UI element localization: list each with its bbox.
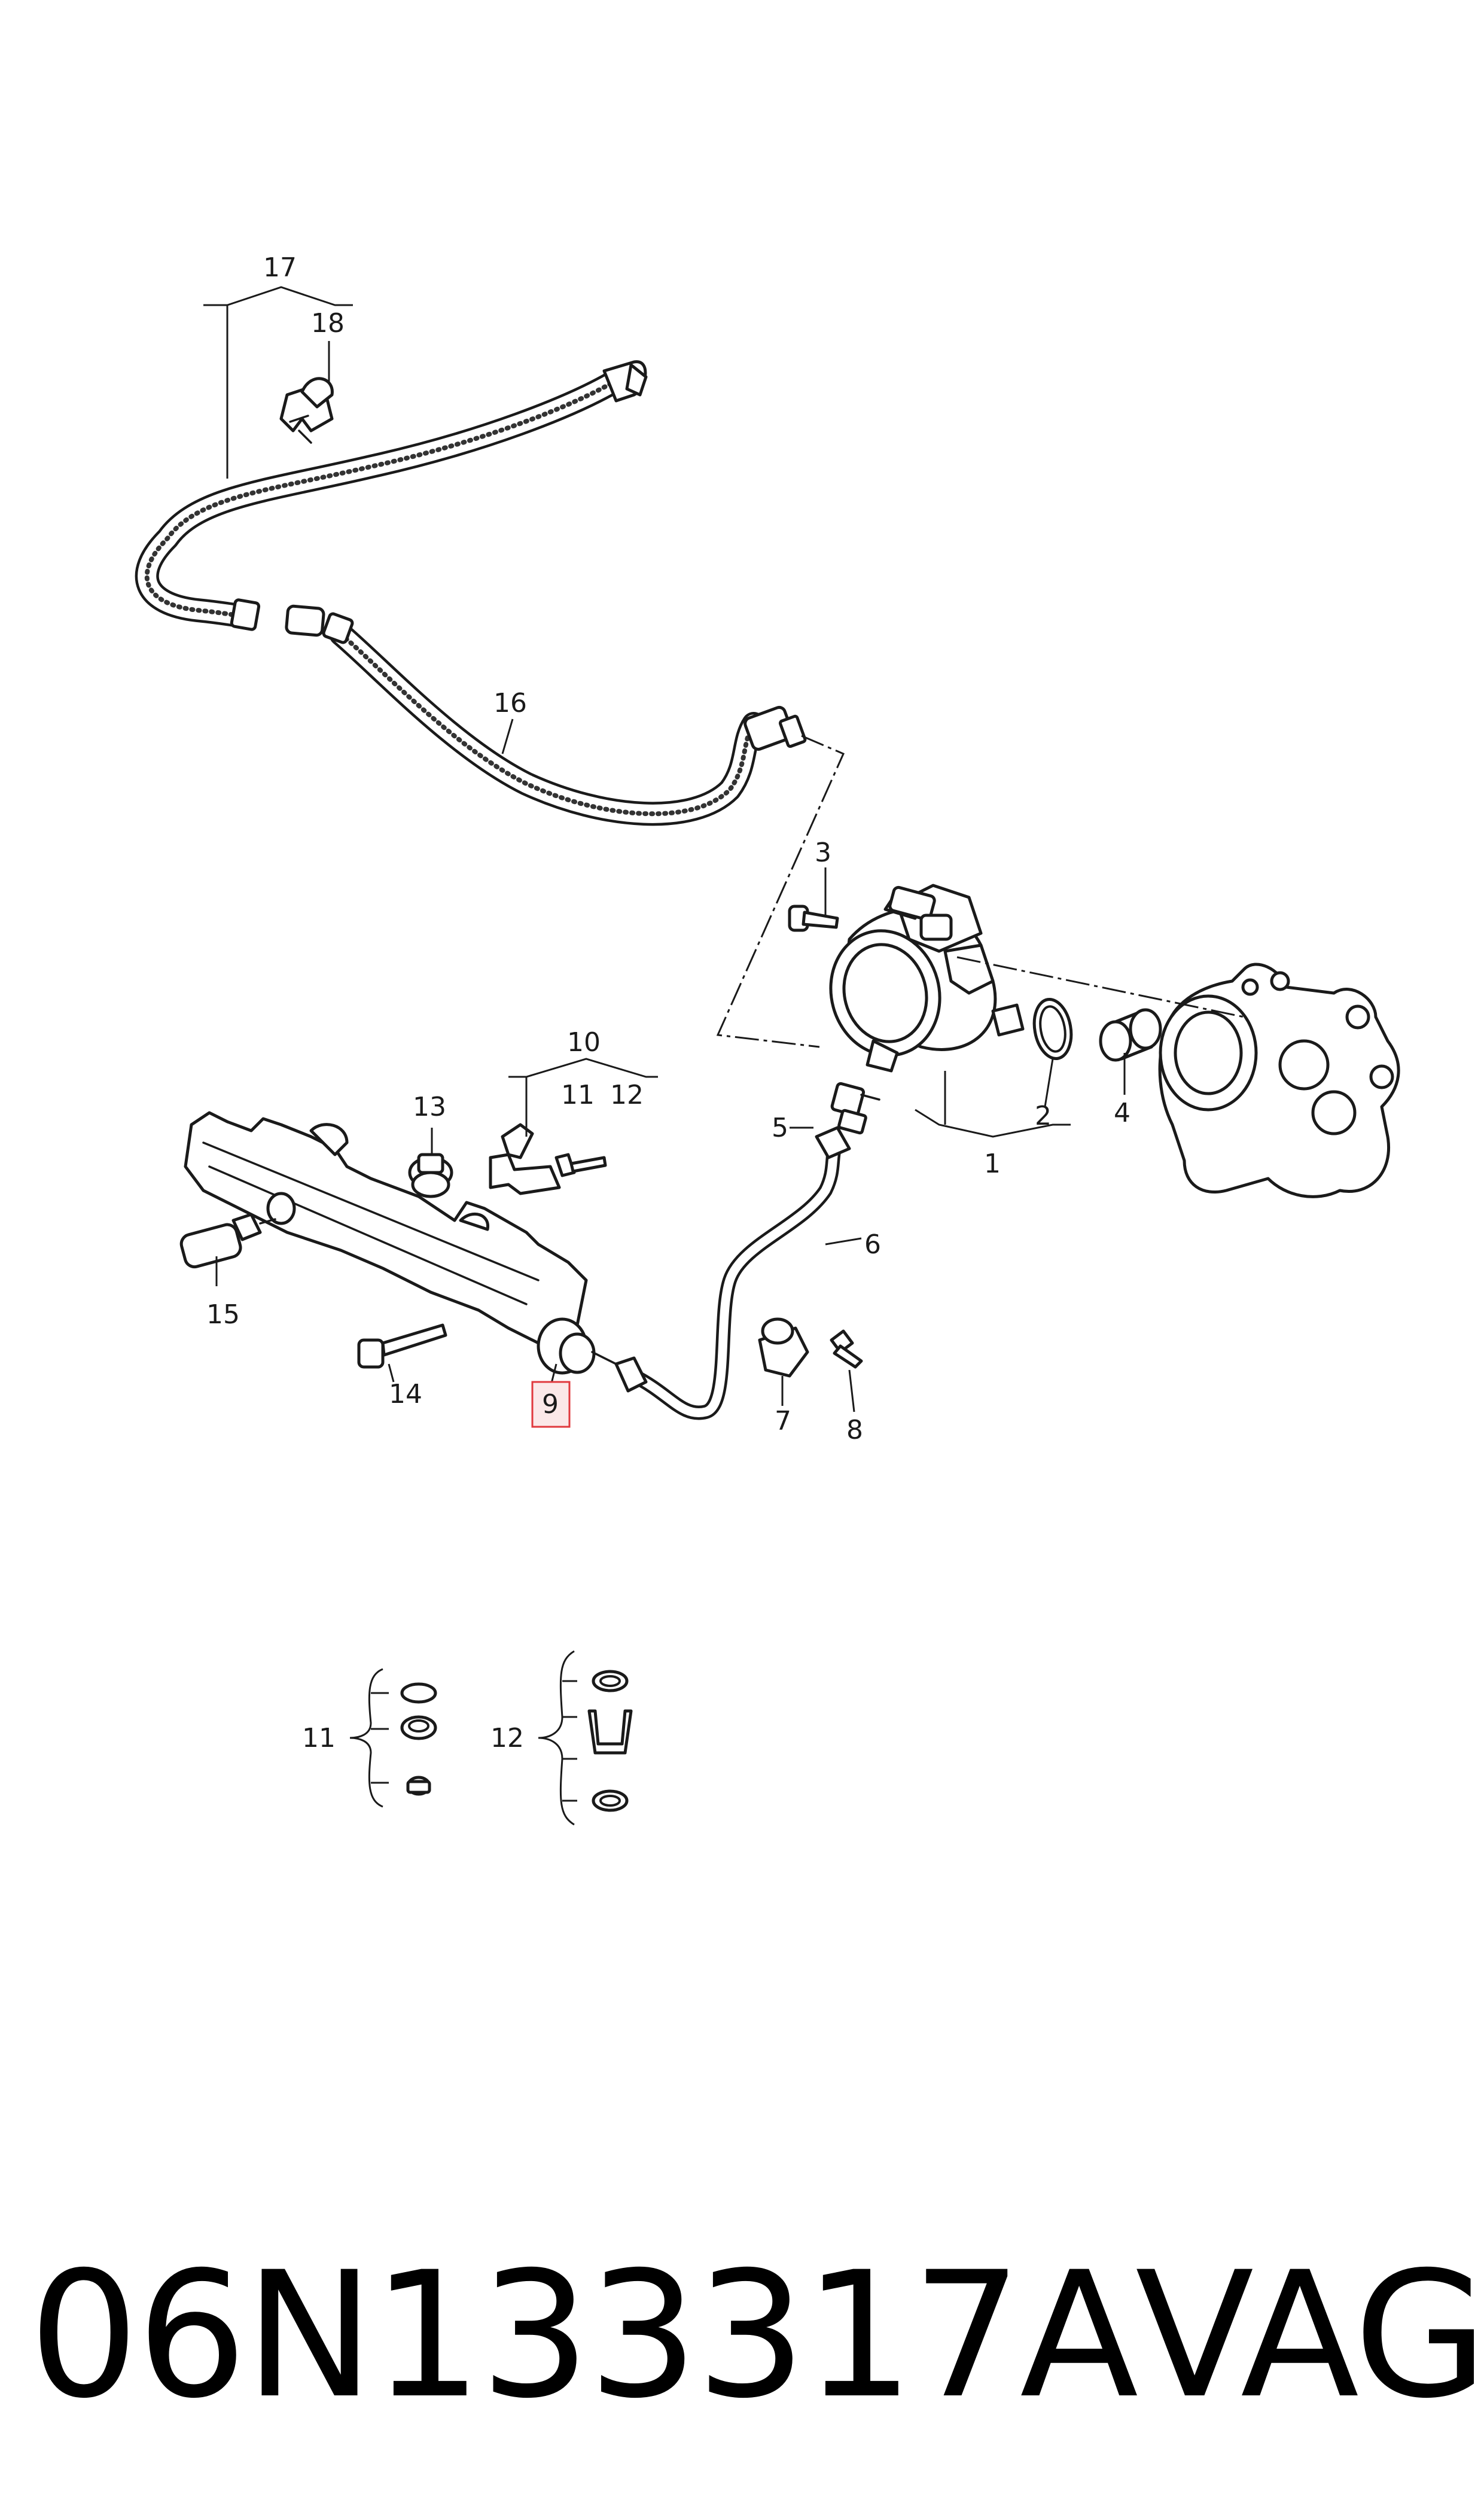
detail-label-11: 11: [302, 1723, 336, 1753]
callout-13: 13: [413, 1092, 446, 1122]
rail-mounting-bolt: [357, 1323, 447, 1369]
fuel-rail: [184, 1111, 617, 1375]
callout-18: 18: [311, 308, 345, 339]
detail-label-12: 12: [490, 1723, 524, 1753]
brand-label: VAG: [1135, 2235, 1484, 2437]
assembly-guide-lines: [716, 735, 1245, 1048]
callout-6: 6: [864, 1229, 881, 1260]
callout-1: 1: [984, 1149, 1001, 1179]
callout-5: 5: [772, 1113, 788, 1143]
hose-clip: [279, 377, 334, 444]
o-ring: [1032, 997, 1073, 1061]
screw-8: [830, 1329, 863, 1369]
callout-14: 14: [389, 1379, 422, 1409]
bolt-3: [788, 905, 839, 932]
callout-9: 9: [542, 1389, 559, 1420]
fuel-injector: [489, 1123, 607, 1195]
leader-lines: [203, 286, 1126, 1412]
pipe-bracket: [758, 1317, 809, 1378]
callout-8: 8: [846, 1415, 863, 1445]
callout-4: 4: [1114, 1098, 1130, 1128]
roller-tappet-sleeve: [1099, 1008, 1162, 1062]
callout-10: 10: [567, 1027, 601, 1058]
callout-7: 7: [775, 1406, 791, 1436]
pipe-union: [830, 1082, 880, 1135]
pump-mounting-housing: [1158, 963, 1400, 1198]
detail-kit-11: 11: [302, 1668, 437, 1808]
high-pressure-fuel-pump: [829, 884, 1025, 1073]
high-pressure-fuel-pipe: [614, 1126, 851, 1420]
callout-17: 17: [263, 252, 297, 283]
highlight-box-9: [531, 1381, 571, 1428]
callout-15: 15: [206, 1299, 240, 1330]
detail-kit-12: 12: [490, 1650, 633, 1826]
callout-labels: 17 18 16 3 10 11 12 13 5 2 4 1 6 15 14 9…: [206, 252, 1130, 1445]
fuel-pressure-sensor: [179, 1213, 276, 1269]
callout-3: 3: [815, 838, 831, 868]
footer: 06N133317A VAG: [29, 2235, 1484, 2437]
callout-2: 2: [1035, 1101, 1052, 1131]
callout-16: 16: [493, 688, 527, 718]
fuel-hose-assembly: [135, 360, 807, 826]
callout-11: 11: [561, 1080, 595, 1110]
callout-12: 12: [610, 1080, 644, 1110]
part-number: 06N133317A: [29, 2235, 1138, 2437]
injector-seal-ring: [408, 1153, 453, 1198]
